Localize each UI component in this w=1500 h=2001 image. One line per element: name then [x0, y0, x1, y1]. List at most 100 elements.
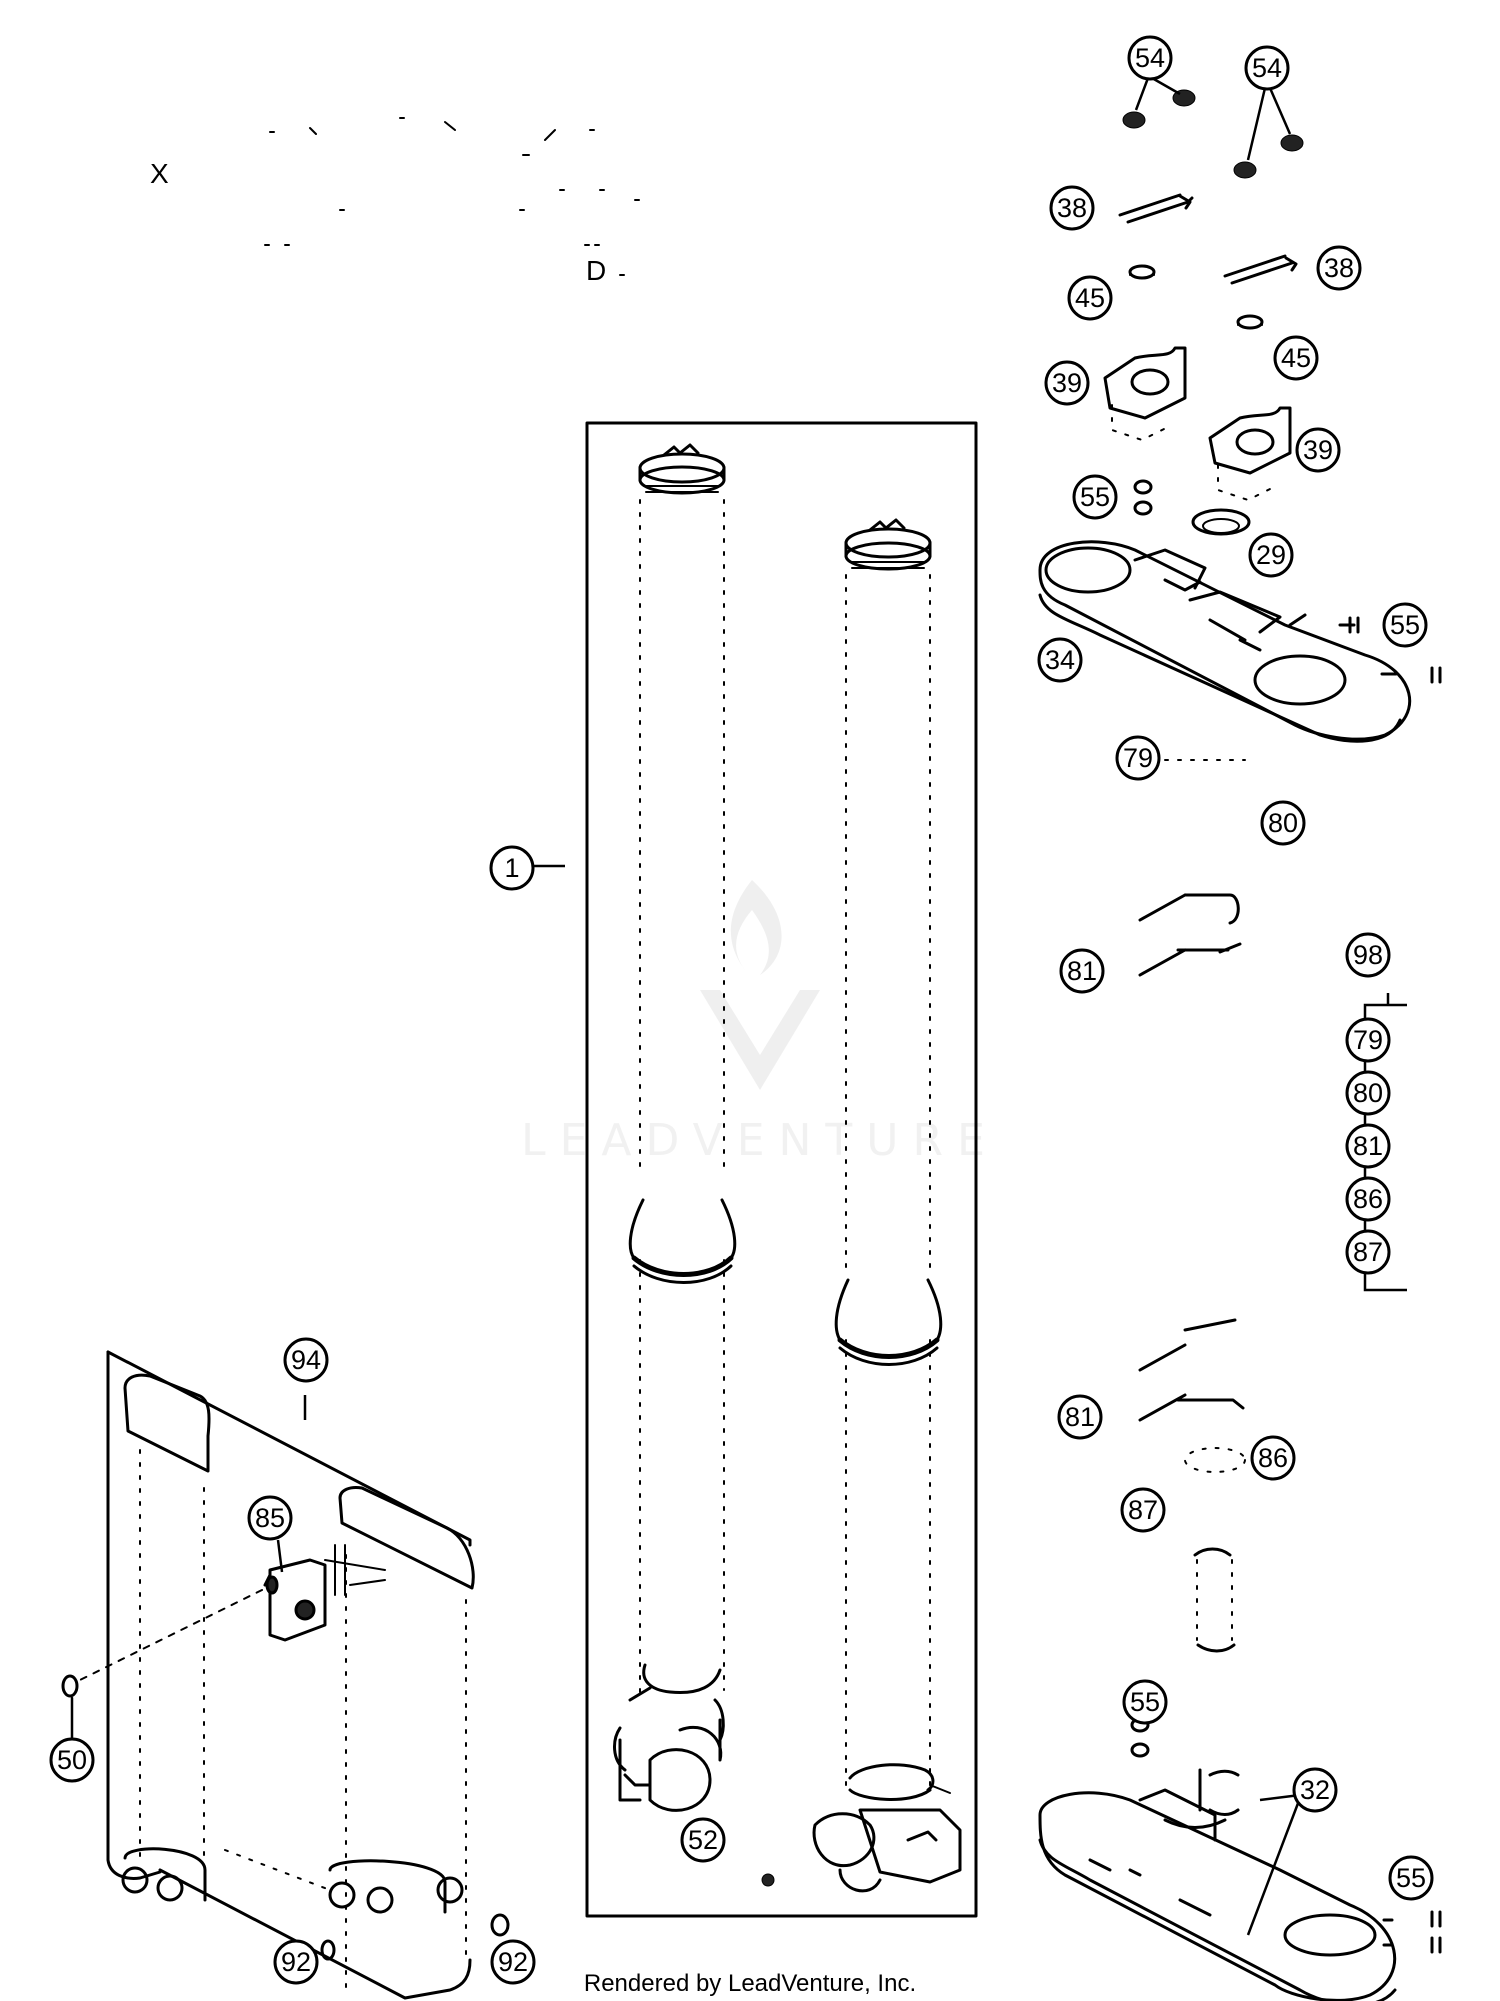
fork-tube-outlines — [639, 499, 931, 1791]
callout-85[interactable]: 85 — [247, 1495, 293, 1541]
bearing-81-upper — [1138, 893, 1242, 977]
svg-text:81: 81 — [1353, 1131, 1383, 1161]
svg-text:50: 50 — [57, 1745, 87, 1775]
washer-50 — [61, 1674, 79, 1742]
svg-text:86: 86 — [1353, 1184, 1383, 1214]
svg-text:92: 92 — [281, 1947, 311, 1977]
faint-dots — [264, 117, 640, 276]
ring-29 — [1191, 508, 1251, 536]
svg-text:54: 54 — [1252, 53, 1282, 83]
callout-92-a[interactable]: 92 — [273, 1939, 319, 1985]
callout-81-a[interactable]: 81 — [1059, 948, 1105, 994]
callout-54-a[interactable]: 54 — [1127, 35, 1173, 81]
callout-98-87[interactable]: 87 — [1345, 1229, 1391, 1275]
svg-text:98: 98 — [1353, 940, 1383, 970]
svg-text:94: 94 — [291, 1345, 321, 1375]
svg-text:87: 87 — [1128, 1495, 1158, 1525]
svg-text:81: 81 — [1065, 1402, 1095, 1432]
bracket-85 — [263, 1544, 386, 1642]
stray-mark-d: D — [586, 255, 606, 286]
flame-logo-icon — [730, 880, 782, 975]
handlebar-clamps-39 — [1103, 346, 1292, 501]
svg-text:55: 55 — [1080, 482, 1110, 512]
callout-55-b[interactable]: 55 — [1382, 602, 1428, 648]
svg-text:79: 79 — [1353, 1025, 1383, 1055]
chevron-logo-icon — [700, 990, 820, 1090]
svg-text:80: 80 — [1268, 808, 1298, 838]
stray-mark-x: X — [150, 158, 169, 189]
callout-54-b[interactable]: 54 — [1244, 45, 1290, 91]
bushings-45 — [1128, 264, 1264, 333]
callout-79-a[interactable]: 79 — [1115, 735, 1161, 781]
fork-leg-assembly — [585, 421, 978, 1918]
svg-text:34: 34 — [1045, 645, 1075, 675]
callout-45-a[interactable]: 45 — [1067, 275, 1113, 321]
right-axle-foot — [812, 1763, 962, 1893]
screws-92 — [320, 1913, 510, 1961]
svg-text:55: 55 — [1390, 610, 1420, 640]
callout-98[interactable]: 98 — [1345, 932, 1391, 978]
svg-text:38: 38 — [1057, 193, 1087, 223]
svg-text:29: 29 — [1256, 540, 1286, 570]
svg-text:92: 92 — [498, 1947, 528, 1977]
callout-52[interactable]: 52 — [680, 1817, 726, 1863]
callout-29[interactable]: 29 — [1248, 532, 1294, 578]
callout-98-81[interactable]: 81 — [1345, 1123, 1391, 1169]
callout-45-b[interactable]: 45 — [1273, 335, 1319, 381]
left-fork-slider-seal — [628, 1198, 737, 1284]
callout-39-b[interactable]: 39 — [1295, 427, 1341, 473]
svg-text:81: 81 — [1067, 956, 1097, 986]
right-fork-cap — [844, 518, 932, 571]
svg-text:55: 55 — [1396, 1863, 1426, 1893]
leader-32 — [1246, 1793, 1302, 1936]
svg-text:45: 45 — [1075, 283, 1105, 313]
svg-text:39: 39 — [1303, 435, 1333, 465]
watermark-text: LEADVENTURE — [521, 1115, 999, 1166]
callout-98-86[interactable]: 86 — [1345, 1176, 1391, 1222]
callout-39-a[interactable]: 39 — [1044, 360, 1090, 406]
callout-98-79[interactable]: 79 — [1345, 1017, 1391, 1063]
svg-text:54: 54 — [1135, 43, 1165, 73]
bottom-bolt-nut — [761, 1873, 775, 1887]
callout-94[interactable]: 94 — [283, 1337, 329, 1383]
callout-55-c[interactable]: 55 — [1122, 1679, 1168, 1725]
callout-98-80[interactable]: 80 — [1345, 1070, 1391, 1116]
svg-text:86: 86 — [1258, 1443, 1288, 1473]
leadventure-watermark: LEADVENTURE — [521, 880, 999, 1166]
svg-text:55: 55 — [1130, 1687, 1160, 1717]
render-credit-caption: Rendered by LeadVenture, Inc. — [583, 1970, 917, 1997]
callout-55-d[interactable]: 55 — [1388, 1855, 1434, 1901]
callout-32[interactable]: 32 — [1292, 1767, 1338, 1813]
callout-81-b[interactable]: 81 — [1057, 1394, 1103, 1440]
cap-nuts-54 — [1122, 76, 1304, 179]
washer-55-top — [1133, 479, 1153, 516]
callout-92-b[interactable]: 92 — [490, 1939, 536, 1985]
svg-text:87: 87 — [1353, 1237, 1383, 1267]
fork-guard-94 — [106, 1350, 475, 2000]
upper-triple-clamp-34 — [1038, 540, 1412, 743]
callout-34[interactable]: 34 — [1037, 637, 1083, 683]
right-fork-slider-seal — [834, 1278, 943, 1366]
svg-text:85: 85 — [255, 1503, 285, 1533]
fork-assembly-box — [585, 421, 978, 1918]
callout-80-a[interactable]: 80 — [1260, 800, 1306, 846]
callout-50[interactable]: 50 — [49, 1737, 95, 1783]
svg-text:1: 1 — [504, 853, 519, 883]
svg-text:80: 80 — [1353, 1078, 1383, 1108]
callout-1[interactable]: 1 — [489, 845, 535, 891]
svg-text:52: 52 — [688, 1825, 718, 1855]
callout-38-b[interactable]: 38 — [1316, 245, 1362, 291]
lower-triple-clamp-32 — [1038, 1768, 1397, 2001]
svg-text:32: 32 — [1300, 1775, 1330, 1805]
svg-text:79: 79 — [1123, 743, 1153, 773]
svg-text:38: 38 — [1324, 253, 1354, 283]
leader-85 — [79, 1539, 284, 1681]
lower-bearing-81-86-87 — [1138, 1318, 1246, 1653]
bolts-55-side — [1338, 616, 1442, 684]
callout-55-a[interactable]: 55 — [1072, 474, 1118, 520]
callout-87[interactable]: 87 — [1120, 1487, 1166, 1533]
bolts-38 — [1118, 193, 1298, 285]
callout-86[interactable]: 86 — [1250, 1435, 1296, 1481]
callout-38-a[interactable]: 38 — [1049, 185, 1095, 231]
